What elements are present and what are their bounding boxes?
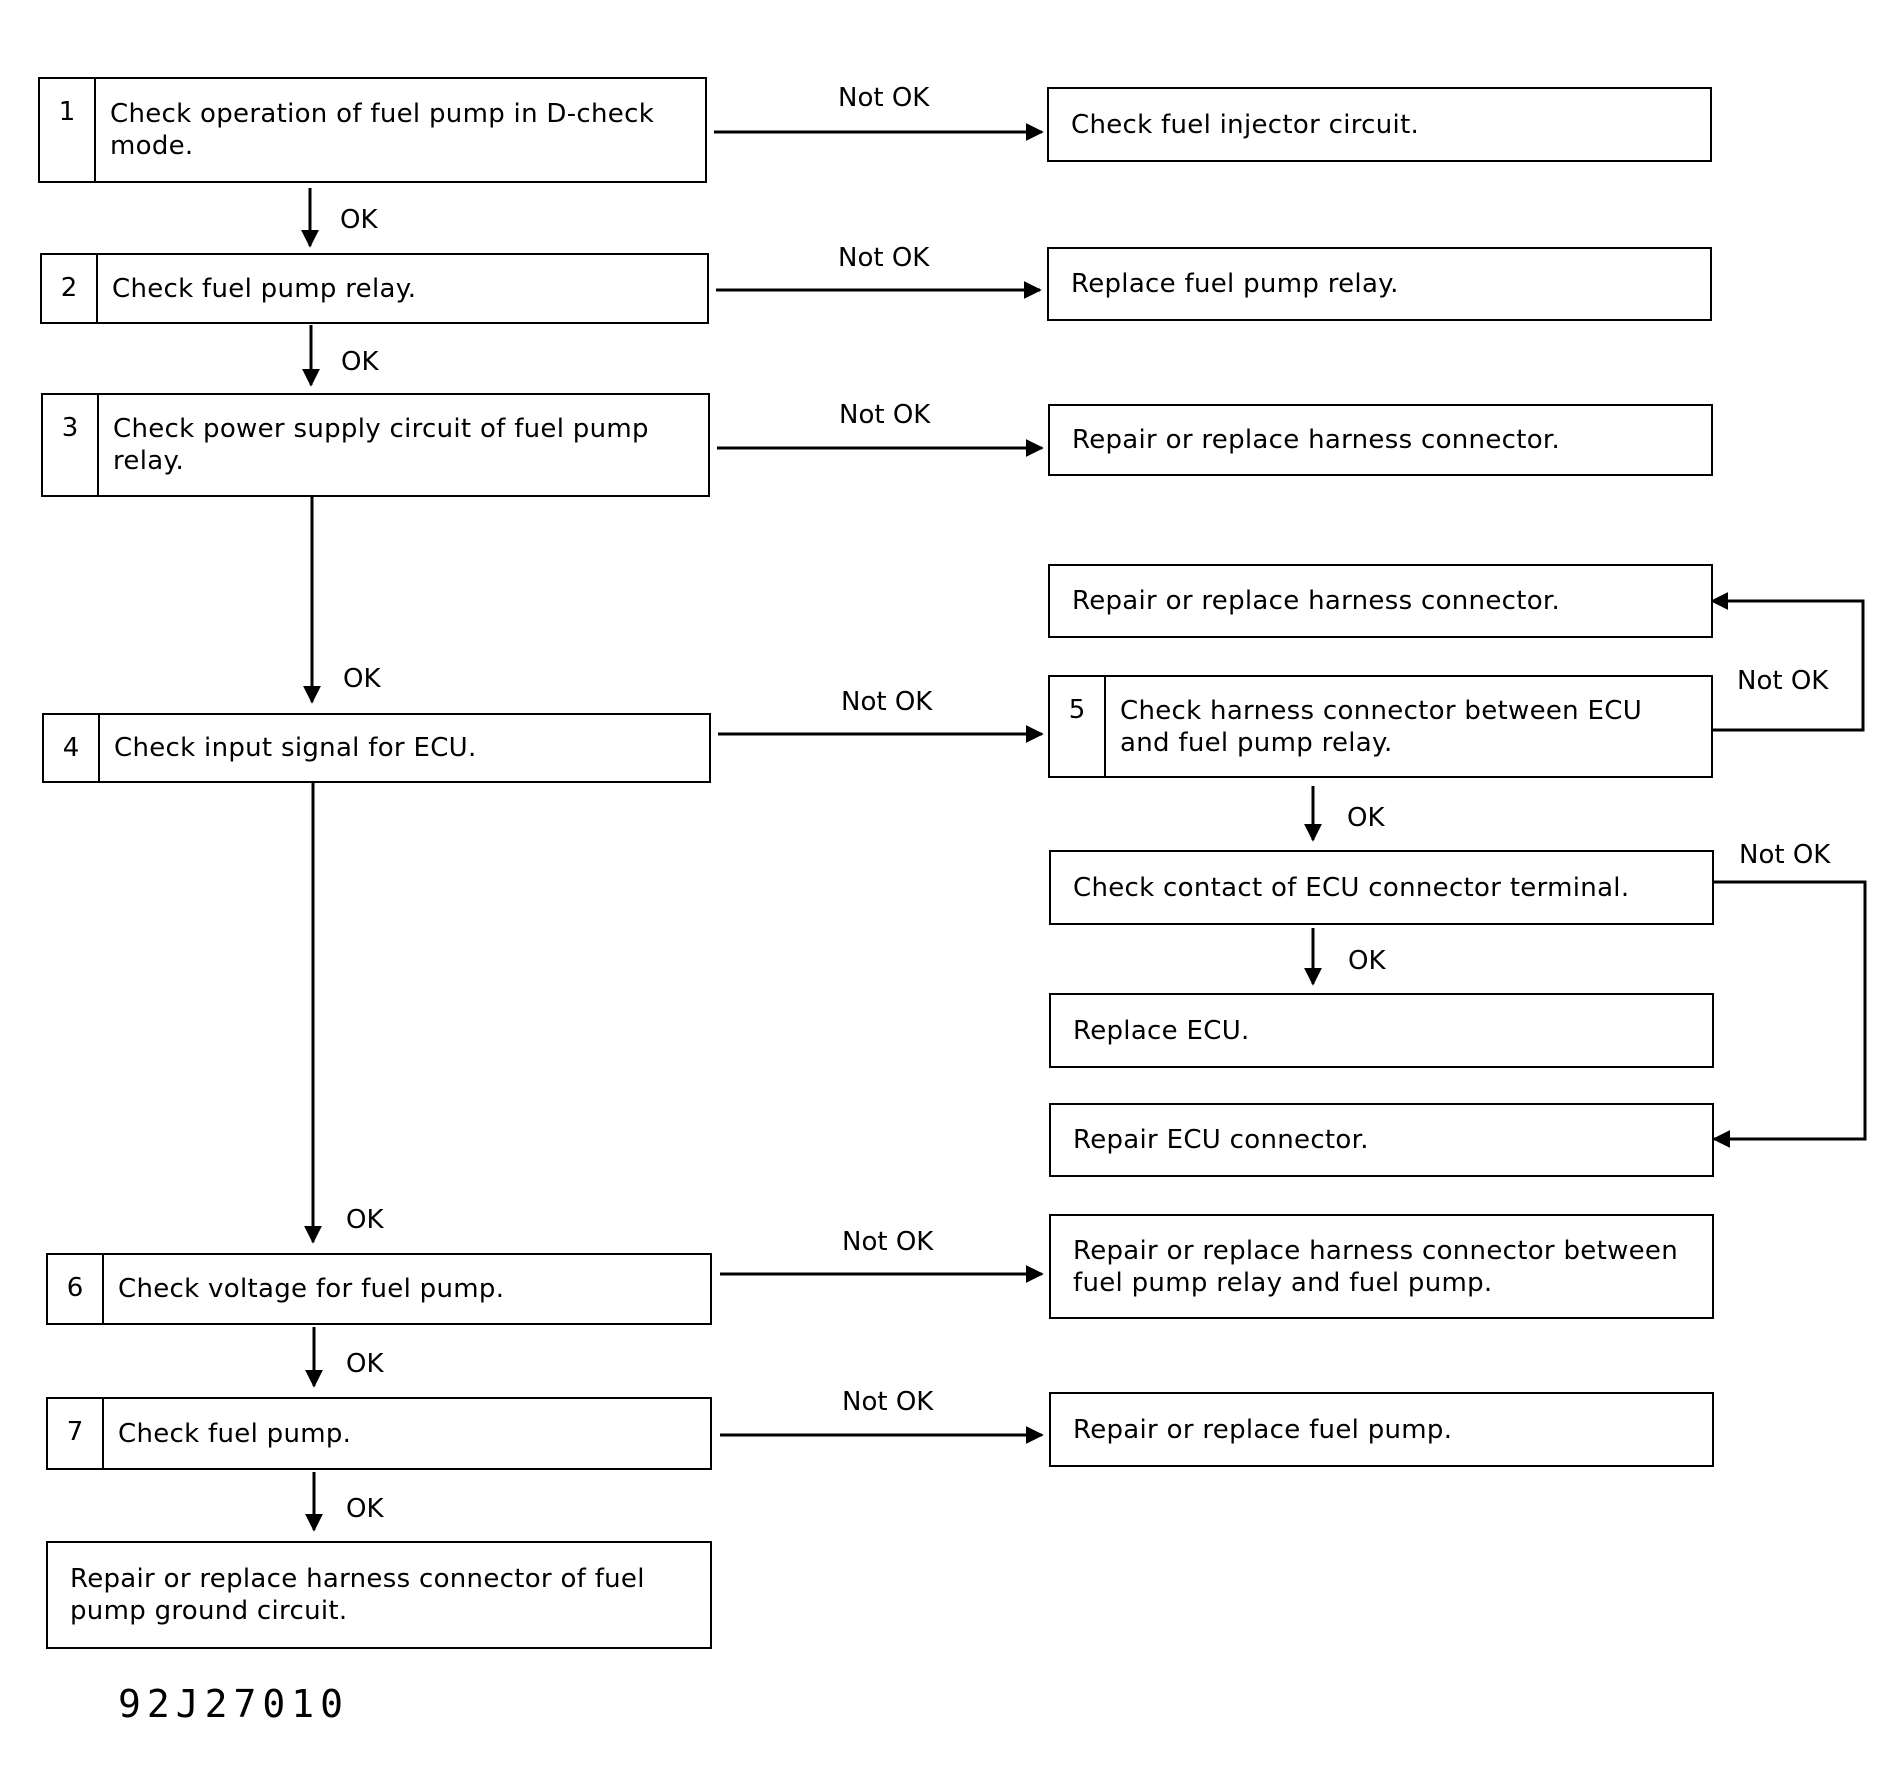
step-number: 6 <box>48 1255 104 1323</box>
ok-label: OK <box>1348 946 1386 976</box>
outcome-text: Repair or replace fuel pump. <box>1073 1414 1453 1445</box>
not-ok-label: Not OK <box>841 687 933 717</box>
outcome-text: Repair ECU connector. <box>1073 1125 1369 1155</box>
not-ok-label: Not OK <box>842 1227 934 1257</box>
step-number: 2 <box>42 255 98 322</box>
outcome-ground-circuit-box: Repair or replace harness connector of f… <box>46 1541 712 1649</box>
not-ok-label: Not OK <box>838 243 930 273</box>
step-2-box: 2 Check fuel pump relay. <box>40 253 709 324</box>
ok-label: OK <box>346 1349 384 1379</box>
step-text: Check voltage for fuel pump. <box>118 1274 505 1304</box>
outcome-ecu-contact-box: Check contact of ECU connector terminal. <box>1049 850 1714 925</box>
outcome-replace-relay-box: Replace fuel pump relay. <box>1047 247 1712 321</box>
ok-label: OK <box>1347 803 1385 833</box>
not-ok-label: Not OK <box>842 1387 934 1417</box>
outcome-text: Check contact of ECU connector terminal. <box>1073 872 1630 903</box>
outcome-text: Replace fuel pump relay. <box>1071 269 1399 299</box>
ok-label: OK <box>346 1205 384 1235</box>
step-number: 1 <box>40 79 96 181</box>
step-text: Check input signal for ECU. <box>114 733 477 763</box>
step-number: 7 <box>48 1399 104 1468</box>
step-1-box: 1 Check operation of fuel pump in D-chec… <box>38 77 707 183</box>
ok-label: OK <box>343 664 381 694</box>
outcome-fuel-pump-box: Repair or replace fuel pump. <box>1049 1392 1714 1467</box>
step-7-box: 7 Check fuel pump. <box>46 1397 712 1470</box>
step-text: Check operation of fuel pump in D-check … <box>110 99 655 161</box>
outcome-text: Repair or replace harness connector. <box>1072 425 1561 455</box>
step-text: Check fuel pump. <box>118 1418 352 1449</box>
step-6-box: 6 Check voltage for fuel pump. <box>46 1253 712 1325</box>
outcome-harness-1-box: Repair or replace harness connector. <box>1048 404 1713 476</box>
step-3-box: 3 Check power supply circuit of fuel pum… <box>41 393 710 497</box>
step-text: Check fuel pump relay. <box>112 273 417 304</box>
outcome-ecu-connector-box: Repair ECU connector. <box>1049 1103 1714 1177</box>
outcome-harness-pump-box: Repair or replace harness connector betw… <box>1049 1214 1714 1319</box>
not-ok-label: Not OK <box>1737 666 1829 696</box>
ok-label: OK <box>341 347 379 377</box>
arrow-o5-o7 <box>1712 880 1867 1148</box>
figure-code: 92J27010 <box>118 1682 350 1726</box>
ok-label: OK <box>340 205 378 235</box>
step-4-box: 4 Check input signal for ECU. <box>42 713 711 783</box>
outcome-text: Repair or replace harness connector of f… <box>70 1564 645 1626</box>
outcome-injector-box: Check fuel injector circuit. <box>1047 87 1712 162</box>
not-ok-label: Not OK <box>839 400 931 430</box>
arrow-s5-o4 <box>1710 592 1865 732</box>
step-number: 3 <box>43 395 99 495</box>
step-number: 4 <box>44 715 100 781</box>
not-ok-label: Not OK <box>838 83 930 113</box>
outcome-harness-2-box: Repair or replace harness connector. <box>1048 564 1713 638</box>
step-number: 5 <box>1050 677 1106 776</box>
outcome-text: Repair or replace harness connector. <box>1072 586 1561 616</box>
step-text: Check harness connector between ECU and … <box>1120 695 1643 758</box>
outcome-replace-ecu-box: Replace ECU. <box>1049 993 1714 1068</box>
outcome-text: Check fuel injector circuit. <box>1071 109 1420 140</box>
outcome-text: Replace ECU. <box>1073 1015 1250 1046</box>
outcome-text: Repair or replace harness connector betw… <box>1073 1235 1679 1298</box>
step-5-box: 5 Check harness connector between ECU an… <box>1048 675 1713 778</box>
step-text: Check power supply circuit of fuel pump … <box>113 414 649 476</box>
not-ok-label: Not OK <box>1739 840 1831 870</box>
ok-label: OK <box>346 1494 384 1524</box>
